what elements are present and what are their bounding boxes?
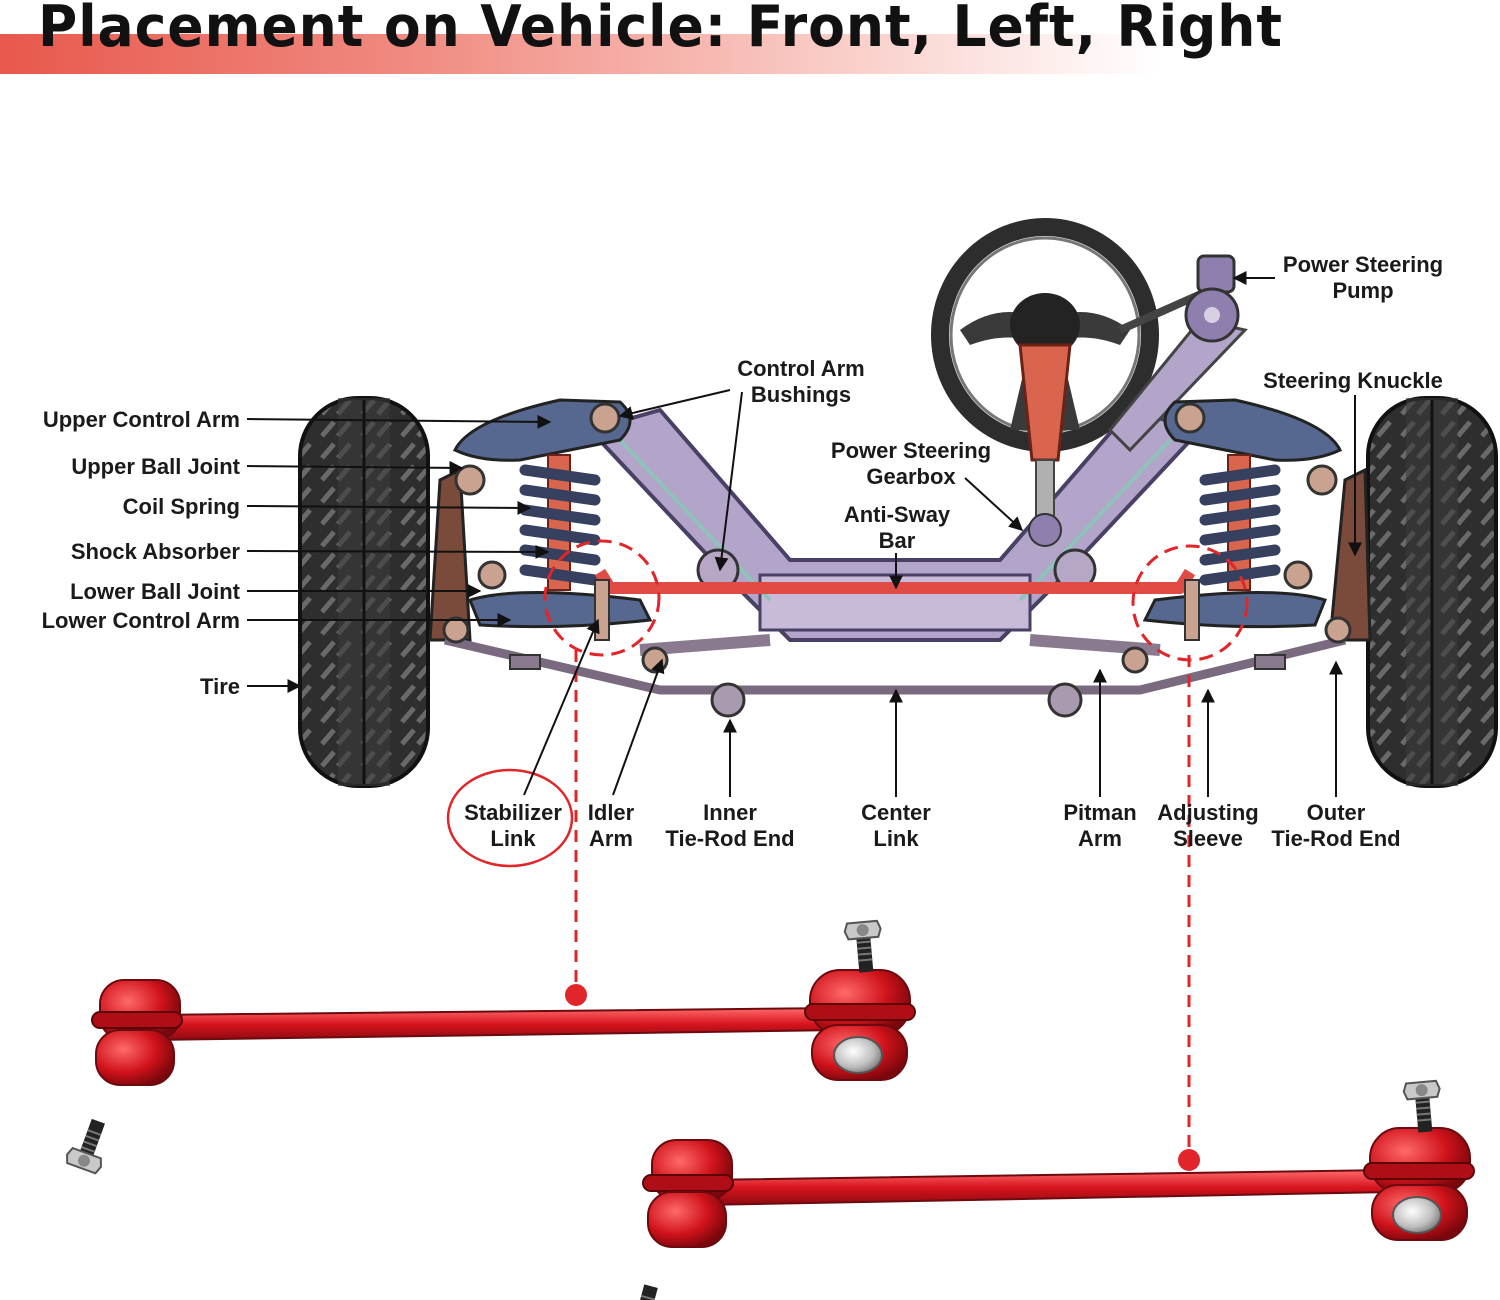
label-stabilizer-link-2: Link (490, 826, 536, 851)
label-pitman-arm-2: Arm (1078, 826, 1122, 851)
stabilizer-link-part-icon (619, 1079, 1475, 1300)
label-power-steering-pump-1: Power Steering (1283, 252, 1443, 277)
label-center-link-2: Link (873, 826, 919, 851)
upper-ball-joint-right (1306, 464, 1338, 496)
drop-dot-left (565, 984, 587, 1006)
power-steering-pump-icon (1107, 254, 1248, 453)
label-lower-ball-joint: Lower Ball Joint (70, 579, 241, 604)
upper-control-arm-right (1163, 398, 1343, 462)
label-coil-spring: Coil Spring (123, 494, 240, 519)
drop-dot-right (1178, 1149, 1200, 1171)
label-inner-tie-rod-end-1: Inner (703, 800, 757, 825)
stabilizer-link-right (1184, 579, 1200, 641)
label-upper-control-arm: Upper Control Arm (43, 407, 240, 432)
label-idler-arm-1: Idler (588, 800, 635, 825)
steering-knuckle-left (428, 467, 472, 642)
stabilizer-link-left (594, 579, 610, 641)
coil-spring-right (1199, 454, 1281, 591)
label-tire: Tire (200, 674, 240, 699)
steering-knuckle-right (1328, 467, 1372, 642)
upper-control-arm-left (452, 398, 632, 462)
upper-ball-joint-left (454, 464, 486, 496)
coil-spring-left (519, 454, 601, 591)
label-pitman-arm-1: Pitman (1063, 800, 1136, 825)
label-anti-sway-bar-2: Bar (879, 528, 916, 553)
label-outer-tie-rod-end-1: Outer (1307, 800, 1366, 825)
label-power-steering-gearbox-2: Gearbox (866, 464, 956, 489)
stabilizer-label-circle (446, 768, 574, 868)
label-stabilizer-link-1: Stabilizer (464, 800, 562, 825)
label-adjusting-sleeve-2: Sleeve (1173, 826, 1243, 851)
label-center-link-1: Center (861, 800, 931, 825)
label-anti-sway-bar-1: Anti-Sway (844, 502, 951, 527)
label-power-steering-pump-2: Pump (1332, 278, 1393, 303)
label-power-steering-gearbox-1: Power Steering (831, 438, 991, 463)
label-adjusting-sleeve-1: Adjusting (1157, 800, 1258, 825)
label-idler-arm-2: Arm (589, 826, 633, 851)
highlight-circle-left (543, 539, 661, 657)
label-lower-control-arm: Lower Control Arm (42, 608, 240, 633)
label-outer-tie-rod-end-2: Tie-Rod End (1271, 826, 1400, 851)
label-inner-tie-rod-end-2: Tie-Rod End (665, 826, 794, 851)
part-labels: Upper Control Arm Upper Ball Joint Coil … (42, 252, 1444, 851)
label-shock-absorber: Shock Absorber (71, 539, 241, 564)
label-upper-ball-joint: Upper Ball Joint (71, 454, 240, 479)
label-control-arm-bushings-1: Control Arm (737, 356, 865, 381)
leader-lines (246, 271, 1362, 797)
tire-icon (1366, 396, 1498, 788)
steering-column (1018, 343, 1072, 547)
label-steering-knuckle: Steering Knuckle (1263, 368, 1443, 393)
title-band (0, 34, 1160, 74)
label-control-arm-bushings-2: Bushings (751, 382, 851, 407)
stabilizer-link-part-icon (63, 919, 916, 1176)
page-title: Placement on Vehicle: Front, Left, Right (38, 0, 1283, 60)
